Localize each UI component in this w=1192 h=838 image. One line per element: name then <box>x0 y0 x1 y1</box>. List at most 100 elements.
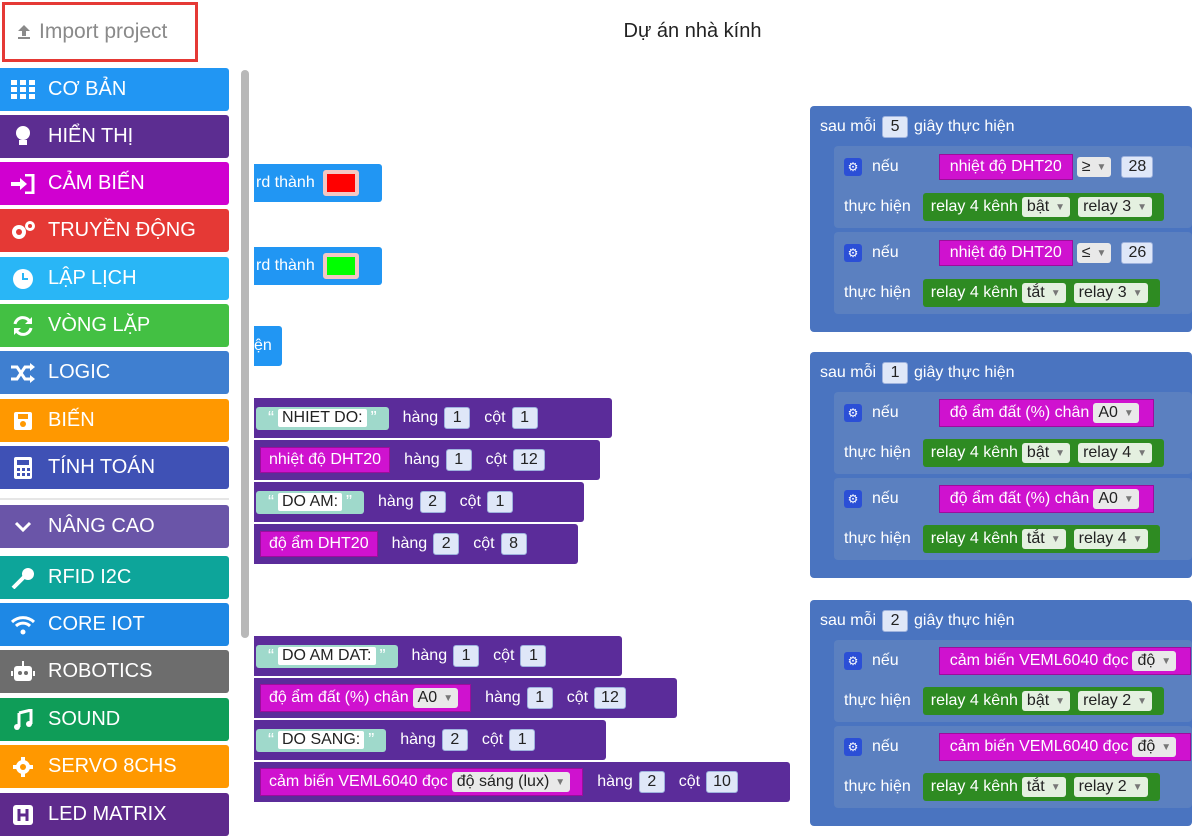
settings-gear-icon[interactable]: ⚙ <box>844 158 862 176</box>
relay-dropdown[interactable]: relay 4▼ <box>1073 529 1148 549</box>
color-swatch[interactable] <box>322 253 359 279</box>
relay-dropdown[interactable]: relay 2▼ <box>1073 777 1148 797</box>
state-dropdown[interactable]: bật▼ <box>1021 197 1071 217</box>
pin-dropdown[interactable]: A0▼ <box>412 688 459 708</box>
row-number-field[interactable]: 2 <box>433 533 460 555</box>
sidebar-item-13[interactable]: SOUND <box>0 698 229 741</box>
row-number-field[interactable]: 2 <box>638 771 665 793</box>
column-number-field[interactable]: 1 <box>520 645 547 667</box>
row-number-field[interactable]: 1 <box>526 687 553 709</box>
sidebar-item-7[interactable]: BIẾN <box>0 399 229 442</box>
column-number-field[interactable]: 10 <box>706 771 738 793</box>
interval-seconds-field[interactable]: 1 <box>882 362 909 384</box>
string-block[interactable]: “NHIET DO:” <box>256 406 389 430</box>
pin-dropdown[interactable]: A0▼ <box>1093 403 1139 423</box>
settings-gear-icon[interactable]: ⚙ <box>844 490 862 508</box>
color-swatch[interactable] <box>322 170 359 196</box>
column-number-field[interactable]: 1 <box>486 491 513 513</box>
state-dropdown[interactable]: bật▼ <box>1021 443 1071 463</box>
sidebar-item-2[interactable]: CẢM BIẾN <box>0 162 229 205</box>
relay-dropdown[interactable]: relay 2▼ <box>1078 691 1153 711</box>
threshold-field[interactable]: 28 <box>1121 156 1154 178</box>
operator-dropdown[interactable]: ≤▼ <box>1076 243 1112 263</box>
settings-gear-icon[interactable]: ⚙ <box>844 404 862 422</box>
settings-gear-icon[interactable]: ⚙ <box>844 652 862 670</box>
mode-dropdown[interactable]: độ sáng (lux)▼ <box>451 772 571 792</box>
column-number-field[interactable]: 1 <box>511 407 538 429</box>
sidebar-item-5[interactable]: VÒNG LẶP <box>0 304 229 347</box>
string-literal[interactable]: DO SANG: <box>278 731 365 749</box>
row-number-field[interactable]: 1 <box>453 645 480 667</box>
sidebar-item-1[interactable]: HIỂN THỊ <box>0 115 229 158</box>
interval-seconds-field[interactable]: 2 <box>882 610 909 632</box>
sensor-block[interactable]: độ ẩm DHT20 <box>260 531 378 557</box>
string-literal[interactable]: NHIET DO: <box>278 409 367 427</box>
sidebar-item-10[interactable]: RFID I2C <box>0 556 229 599</box>
sidebar-item-0[interactable]: CƠ BẢN <box>0 68 229 111</box>
state-dropdown[interactable]: tắt▼ <box>1021 529 1066 549</box>
import-project-button[interactable]: Import project <box>2 2 198 62</box>
mode-dropdown[interactable]: độ▼ <box>1132 737 1177 757</box>
condition-block[interactable]: nhiệt độ DHT20 <box>938 240 1073 266</box>
column-number-field[interactable]: 1 <box>509 729 536 751</box>
row-number-field[interactable]: 1 <box>445 449 472 471</box>
relay-dropdown[interactable]: relay 4▼ <box>1078 443 1153 463</box>
threshold-field[interactable]: 26 <box>1121 242 1154 264</box>
state-dropdown[interactable]: tắt▼ <box>1021 283 1066 303</box>
sidebar-item-14[interactable]: SERVO 8CHS <box>0 745 229 788</box>
relay-dropdown[interactable]: relay 3▼ <box>1078 197 1153 217</box>
sidebar-item-3[interactable]: TRUYỀN ĐỘNG <box>0 209 229 252</box>
sidebar-item-12[interactable]: ROBOTICS <box>0 650 229 693</box>
pin-dropdown[interactable]: A0▼ <box>1093 489 1139 509</box>
partial-block[interactable]: ện <box>254 326 282 366</box>
interval-seconds-field[interactable]: 5 <box>882 116 909 138</box>
string-block[interactable]: “DO AM:” <box>256 490 365 514</box>
relay-dropdown[interactable]: relay 3▼ <box>1073 283 1148 303</box>
column-number-field[interactable]: 12 <box>594 687 626 709</box>
sidebar-item-8[interactable]: TÍNH TOÁN <box>0 446 229 489</box>
state-dropdown[interactable]: bật▼ <box>1021 691 1071 711</box>
sidebar-item-6[interactable]: LOGIC <box>0 351 229 394</box>
sidebar-item-4[interactable]: LẬP LỊCH <box>0 257 229 300</box>
led-color-block-2[interactable]: rd thành <box>254 247 382 285</box>
string-literal[interactable]: DO AM: <box>278 493 343 511</box>
led-color-block-1[interactable]: rd thành <box>254 164 382 202</box>
sidebar-item-9[interactable]: NÂNG CAO <box>0 505 229 548</box>
string-block[interactable]: “DO SANG:” <box>256 728 387 752</box>
sidebar-scrollbar[interactable] <box>241 70 249 638</box>
sidebar-item-15[interactable]: LED MATRIX <box>0 793 229 836</box>
column-number-field[interactable]: 8 <box>500 533 527 555</box>
state-dropdown[interactable]: tắt▼ <box>1021 777 1066 797</box>
operator-dropdown[interactable]: ≥▼ <box>1076 157 1112 177</box>
condition-block[interactable]: nhiệt độ DHT20 <box>938 154 1073 180</box>
sidebar-item-11[interactable]: CORE IOT <box>0 603 229 646</box>
settings-gear-icon[interactable]: ⚙ <box>844 738 862 756</box>
mode-dropdown[interactable]: độ▼ <box>1132 651 1177 671</box>
column-number-field[interactable]: 12 <box>513 449 545 471</box>
